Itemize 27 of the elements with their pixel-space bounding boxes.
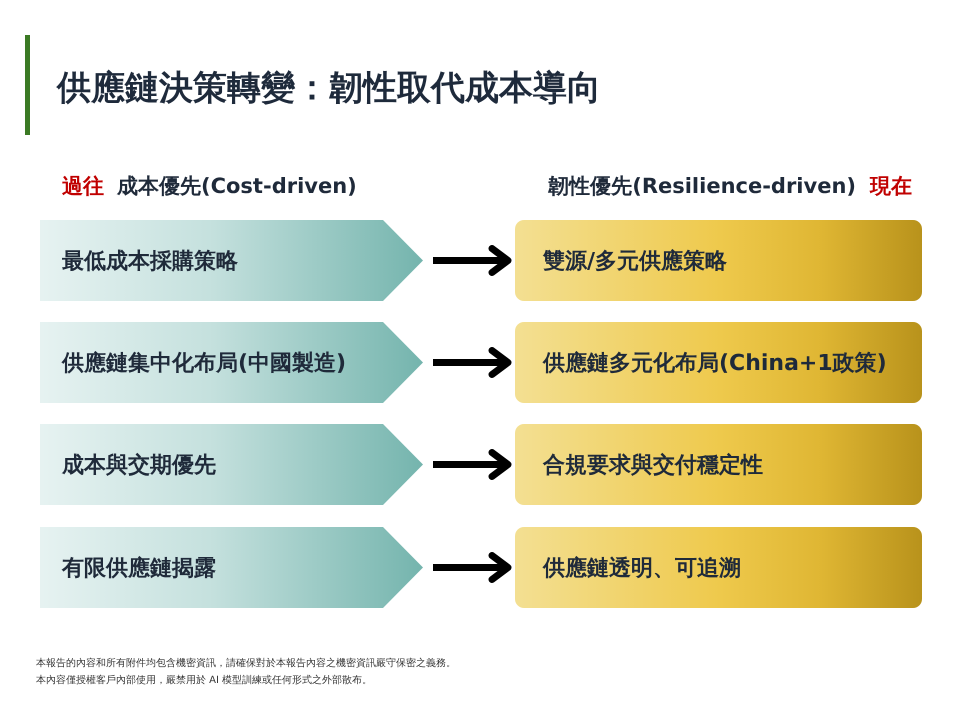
chevron-banner — [40, 527, 423, 608]
column-heading: 成本優先(Cost-driven) — [117, 173, 357, 199]
arrow — [433, 347, 512, 378]
arrow — [433, 552, 512, 583]
chevron-banner — [40, 424, 423, 505]
item-text: 供應鏈集中化布局(中國製造) — [62, 350, 346, 378]
arrow — [433, 449, 512, 480]
item-text: 雙源/多元供應策略 — [543, 248, 728, 276]
item-text: 供應鏈透明、可追溯 — [543, 554, 741, 582]
column-heading: 現在 — [870, 173, 912, 199]
item-text: 有限供應鏈揭露 — [62, 554, 216, 582]
chevron-banner — [40, 220, 423, 301]
item-text: 成本與交期優先 — [62, 452, 216, 480]
title: 供應鏈決策轉變：韌性取代成本導向 — [57, 67, 601, 110]
column-heading: 韌性優先(Resilience-driven) — [548, 173, 856, 199]
rounded-panel — [515, 527, 922, 608]
footnote: 本內容僅授權客戶內部使用，嚴禁用於 AI 模型訓練或任何形式之外部散布。 — [36, 674, 372, 688]
item-text: 供應鏈多元化布局(China+1政策) — [543, 350, 887, 378]
rounded-panel — [515, 322, 922, 403]
chevron-banner — [40, 322, 423, 403]
arrow — [433, 245, 512, 276]
column-heading: 過往 — [62, 173, 104, 199]
rounded-panel — [515, 220, 922, 301]
item-text: 最低成本採購策略 — [62, 248, 238, 276]
item-text: 合規要求與交付穩定性 — [543, 452, 763, 480]
footnote: 本報告的內容和所有附件均包含機密資訊，請確保對於本報告內容之機密資訊嚴守保密之義務。 — [36, 656, 456, 671]
rounded-panel — [515, 424, 922, 505]
